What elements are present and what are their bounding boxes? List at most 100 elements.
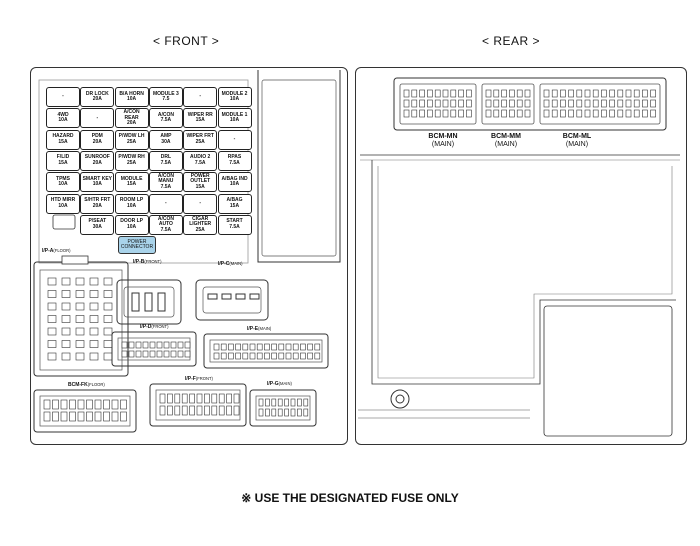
connector-pin: [450, 99, 457, 108]
connector-pin: [277, 408, 283, 417]
connector-pin: [584, 89, 591, 98]
connector-pin: [184, 341, 191, 349]
connector-pin: [249, 352, 256, 360]
connector-pin: [458, 99, 464, 108]
connector-pin: [242, 352, 249, 360]
fuse-slot: DR LOCK 20A: [80, 87, 115, 107]
ip-f-pins: [159, 393, 240, 416]
connector-pin: [135, 350, 142, 358]
connector-pin: [142, 341, 149, 349]
connector-pin: [419, 109, 425, 118]
connector-pin: [524, 109, 531, 118]
connector-pin: [297, 408, 302, 417]
connector-pin: [103, 399, 110, 410]
fuse-slot: P/WDW LH 25A: [114, 129, 149, 150]
connector-pin: [493, 99, 500, 108]
connector-pin: [220, 343, 227, 351]
connector-pin: [61, 340, 71, 348]
connector-pin: [256, 352, 263, 360]
connector-pin: [403, 109, 410, 118]
connector-pin: [524, 89, 531, 98]
connector-pin: [181, 405, 188, 416]
front-header: < FRONT >: [153, 34, 220, 48]
connector-pin: [61, 327, 71, 336]
connector-pin: [61, 290, 71, 298]
connector-pin: [211, 405, 218, 416]
connector-pin: [156, 350, 163, 358]
ip-b-connector: [116, 279, 182, 325]
connector-pin: [61, 302, 71, 311]
connector-pin: [584, 109, 591, 118]
connector-pin: [121, 341, 128, 349]
connector-pin: [43, 411, 51, 422]
fuse-slot: AUDIO 2 7.5A: [183, 150, 218, 171]
connector-pin: [228, 352, 234, 360]
fuse-slot: F/LID 15A: [46, 150, 80, 171]
connector-pin: [543, 99, 550, 108]
connector-pin: [617, 99, 624, 108]
connector-pin: [228, 343, 234, 351]
connector-pin: [633, 109, 640, 118]
fuse-slot: A/BAG 15A: [217, 193, 252, 214]
fuse-slot: SMART KEY 10A: [80, 172, 115, 193]
connector-pin: [560, 99, 566, 108]
connector-pin: [543, 89, 550, 98]
connector-pin: [501, 89, 507, 98]
connector-pin: [403, 99, 410, 108]
connector-pin: [43, 399, 51, 410]
connector-pin: [77, 411, 85, 422]
connector-pin: [609, 89, 615, 98]
fuse-slot: START 7.5A: [217, 214, 252, 235]
connector-pin: [181, 393, 188, 404]
connector-pin: [285, 343, 292, 351]
connector-pin: [551, 89, 558, 98]
connector-pin: [278, 343, 285, 351]
connector-pin: [568, 109, 574, 118]
bcm-ml-label: BCM-ML(MAIN): [562, 133, 592, 148]
connector-pin: [633, 99, 640, 108]
relay-cavity: [257, 70, 341, 263]
connector-pin: [242, 343, 249, 351]
connector-pin: [485, 99, 492, 108]
connector-pin: [111, 399, 119, 410]
connector-pin: [450, 109, 457, 118]
connector-pin: [189, 405, 195, 416]
connector-pin: [576, 109, 583, 118]
connector-pin: [103, 277, 113, 286]
connector-pin: [120, 411, 127, 422]
ip-f-label: I/P-F(FRONT): [185, 376, 213, 382]
connector-pin: [551, 99, 558, 108]
ip-d-connector: [111, 331, 197, 367]
connector-pin: [75, 302, 85, 311]
connector-pin: [284, 398, 289, 407]
designated-fuse-notice: ※ USE THE DESIGNATED FUSE ONLY: [241, 491, 459, 505]
connector-pin: [75, 352, 85, 361]
connector-pin: [258, 408, 264, 417]
connector-pin: [103, 290, 113, 298]
connector-pin: [617, 89, 624, 98]
connector-pin: [163, 350, 170, 358]
connector-pin: [103, 340, 113, 348]
connector-pin: [292, 343, 299, 351]
connector-pin: [204, 393, 210, 404]
fuse-slot: S/HTR FRT 20A: [80, 193, 115, 214]
connector-pin: [543, 109, 550, 118]
connector-pin: [256, 343, 263, 351]
ip-a-connector: [33, 255, 129, 377]
connector-pin: [218, 405, 225, 416]
connector-pin: [434, 99, 441, 108]
connector-pin: [94, 399, 102, 410]
connector-pin: [442, 109, 449, 118]
ip-a-pins: [47, 277, 113, 361]
connector-pin: [235, 343, 241, 351]
connector-pin: [89, 340, 99, 348]
bcm-mn-label: BCM-MN(MAIN): [428, 133, 458, 148]
bcm-mm-label: BCM-MM(MAIN): [491, 133, 521, 148]
connector-pin: [235, 352, 241, 360]
bcm-fk-pins: [43, 399, 127, 422]
connector-pin: [47, 315, 57, 323]
connector-pin: [601, 89, 607, 98]
connector-pin: [52, 399, 59, 410]
ip-d-pins: [121, 341, 191, 358]
connector-pin: [271, 352, 277, 360]
